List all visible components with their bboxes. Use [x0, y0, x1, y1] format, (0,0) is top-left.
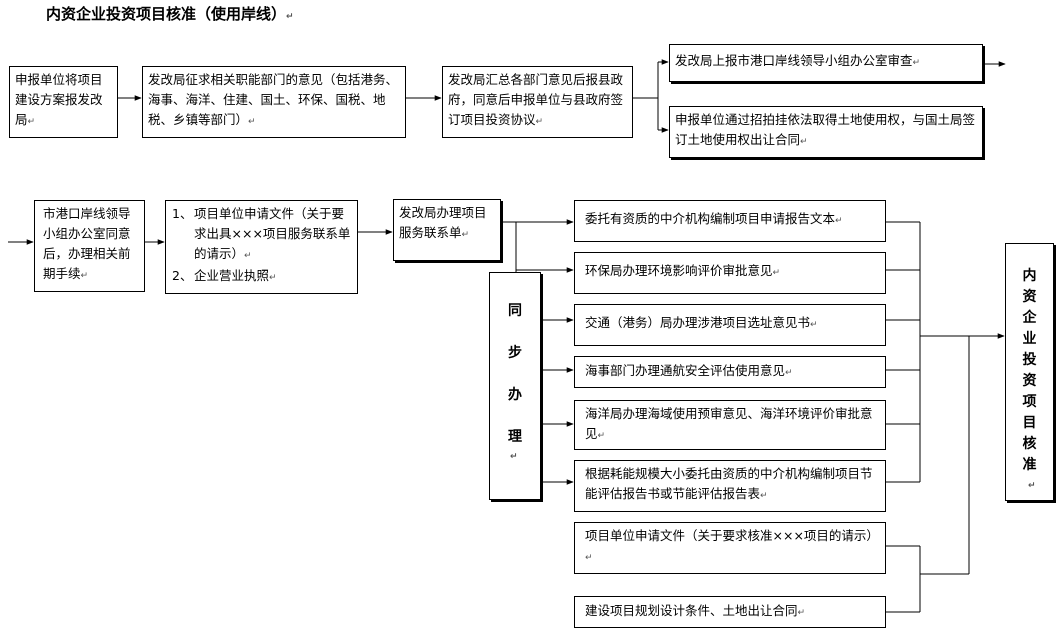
- final-char: 目: [1022, 415, 1037, 431]
- final-approval-box: 内 资 企 业 投 资 项 目 核 准 ↵: [1005, 243, 1054, 501]
- sync-char: 理: [508, 429, 522, 445]
- final-char: 资: [1022, 373, 1037, 389]
- sync-char: 同: [508, 303, 522, 319]
- page-title: 内资企业投资项目核准（使用岸线）↵: [46, 5, 294, 23]
- application-item-2: 2、 企业营业执照↵: [172, 268, 277, 283]
- step-application-documents: 1、 项目单位申请文件（关于要求出具×××项目服务联系单的请示）↵ 2、 企业营…: [165, 200, 358, 294]
- final-char: 业: [1022, 331, 1037, 347]
- step-port-office-approval: 市港口岸线领导小组办公室同意后，办理相关前期手续↵: [34, 200, 145, 292]
- step-solicit-opinions: 发改局征求相关职能部门的意见（包括港务、海事、海洋、住建、国土、环保、国税、地税…: [142, 66, 406, 138]
- parallel-task-4: 海事部门办理通航安全评估使用意见↵: [574, 356, 886, 388]
- parallel-task-6: 根据耗能规模大小委托由资质的中介机构编制项目节能评估报告书或节能评估报告表↵: [574, 460, 886, 512]
- parallel-task-5: 海洋局办理海域使用预审意见、海洋环境评价审批意见↵: [574, 400, 886, 450]
- step-summarize-opinions: 发改局汇总各部门意见后报县政府，同意后申报单位与县政府签订项目投资协议↵: [442, 66, 633, 138]
- final-char: 项: [1022, 394, 1037, 410]
- application-item-1: 1、 项目单位申请文件（关于要求出具×××项目服务联系单的请示）↵: [172, 206, 351, 261]
- parallel-task-3: 交通（港务）局办理涉港项目选址意见书↵: [574, 304, 886, 346]
- step-land-use-rights: 申报单位通过招拍挂依法取得土地使用权，与国土局签订土地使用权出让合同↵: [669, 106, 983, 158]
- final-char: 资: [1022, 289, 1037, 305]
- step-service-contact-form: 发改局办理项目服务联系单↵: [393, 199, 501, 261]
- extra-application-request: 项目单位申请文件（关于要求核准×××项目的请示）↵: [574, 522, 886, 574]
- final-char: 核: [1022, 436, 1037, 452]
- sync-char: 步: [508, 345, 522, 361]
- final-char: 准: [1022, 457, 1037, 473]
- sync-processing-box: 同 步 办 理 ↵: [489, 272, 541, 500]
- sync-char: 办: [508, 387, 522, 403]
- final-char: 企: [1022, 310, 1037, 326]
- final-char: 内: [1022, 268, 1037, 284]
- sync-mark: ↵: [510, 452, 518, 462]
- final-mark: ↵: [1028, 481, 1036, 491]
- extra-planning-conditions: 建设项目规划设计条件、土地出让合同↵: [574, 596, 886, 628]
- parallel-task-2: 环保局办理环境影响评价审批意见↵: [574, 252, 886, 294]
- step-report-to-drc: 申报单位将项目建设方案报发改局↵: [9, 66, 118, 138]
- parallel-task-1: 委托有资质的中介机构编制项目申请报告文本↵: [574, 200, 886, 242]
- step-port-office-review: 发改局上报市港口岸线领导小组办公室审查↵: [669, 44, 983, 82]
- final-char: 投: [1022, 352, 1037, 368]
